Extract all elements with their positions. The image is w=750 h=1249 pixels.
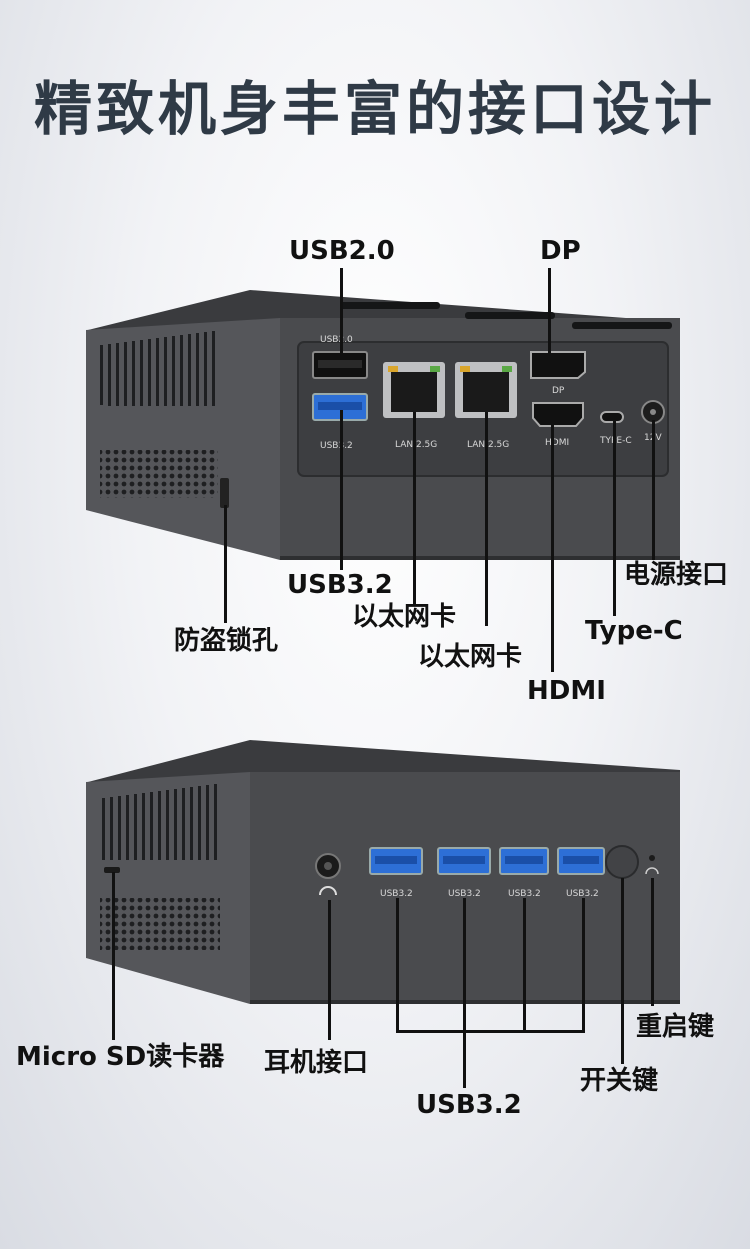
label-sd: Micro SD读卡器 bbox=[16, 1042, 225, 1072]
label-front-usb32: USB3.2 bbox=[416, 1090, 522, 1120]
callout-line-usb-bracket bbox=[396, 1030, 585, 1033]
callout-line-usb-d bbox=[582, 898, 585, 1032]
printed-front-usb4: USB3.2 bbox=[566, 889, 599, 899]
label-dp: DP bbox=[540, 236, 581, 266]
label-lan2: 以太网卡 bbox=[418, 642, 523, 672]
label-typec: Type-C bbox=[585, 616, 683, 646]
label-power-button: 开关键 bbox=[580, 1066, 659, 1096]
callout-line-power-btn bbox=[621, 878, 624, 1064]
callout-line-audio bbox=[328, 900, 331, 1040]
callout-line-reset bbox=[651, 878, 654, 1006]
callout-line-lock bbox=[224, 505, 227, 623]
callout-line-hdmi bbox=[551, 420, 554, 672]
printed-dp: DP bbox=[552, 386, 565, 396]
printed-usb20: USB2.0 bbox=[320, 335, 353, 345]
callout-line-lan1 bbox=[413, 412, 416, 604]
callout-line-usb32 bbox=[340, 410, 343, 570]
printed-usb32: USB3.2 bbox=[320, 441, 353, 451]
label-lock: 防盗锁孔 bbox=[174, 626, 279, 656]
printed-front-usb1: USB3.2 bbox=[380, 889, 413, 899]
callout-line-usb-a bbox=[396, 898, 399, 1032]
callout-line-sd bbox=[112, 872, 115, 1040]
label-lan1: 以太网卡 bbox=[352, 602, 457, 632]
callout-line-lan2 bbox=[485, 412, 488, 626]
callout-line-usb-stem bbox=[463, 898, 466, 1088]
label-reset: 重启键 bbox=[636, 1012, 715, 1042]
callout-line-usb20 bbox=[340, 268, 343, 354]
printed-front-usb3: USB3.2 bbox=[508, 889, 541, 899]
page-title: 精致机身丰富的接口设计 bbox=[33, 75, 716, 143]
label-usb20: USB2.0 bbox=[289, 236, 395, 266]
printed-front-usb2: USB3.2 bbox=[448, 889, 481, 899]
label-usb32: USB3.2 bbox=[287, 570, 393, 600]
printed-hdmi: HDMI bbox=[545, 438, 569, 448]
label-audio: 耳机接口 bbox=[264, 1048, 369, 1078]
callout-line-typec bbox=[613, 420, 616, 616]
callout-line-usb-c bbox=[523, 898, 526, 1032]
callout-line-dp bbox=[548, 268, 551, 354]
label-power: 电源接口 bbox=[624, 560, 729, 590]
callout-line-power bbox=[652, 420, 655, 560]
printed-lan2: LAN 2.5G bbox=[467, 440, 509, 450]
printed-lan1: LAN 2.5G bbox=[395, 440, 437, 450]
label-hdmi: HDMI bbox=[527, 676, 606, 706]
